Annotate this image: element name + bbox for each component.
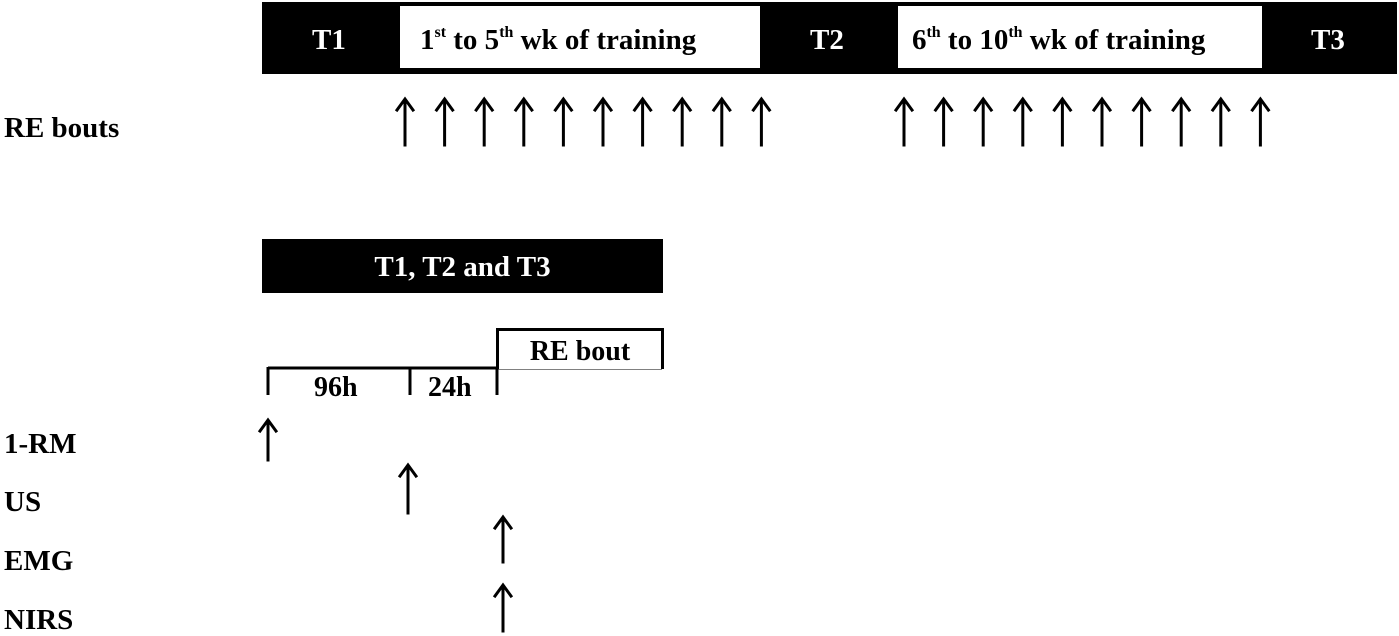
measure-emg-arrow-icon	[492, 514, 514, 564]
measure-emg-label: EMG	[4, 545, 74, 577]
session-title-label: T1, T2 and T3	[374, 251, 551, 283]
re-bout-arrow-icon	[1012, 96, 1033, 147]
interval-24h-label: 24h	[428, 372, 472, 403]
re-bout-arrow-icon	[1131, 96, 1152, 147]
re-bout-arrow-icon	[933, 96, 954, 147]
re-bout-arrow-icon	[513, 96, 534, 147]
re-bout-arrow-icon	[711, 96, 732, 147]
re-bout-arrow-icon	[1210, 96, 1231, 147]
timepoint-t2-label: T2	[810, 24, 844, 56]
re-bout-arrow-icon	[973, 96, 994, 147]
re-bout-arrow-icon	[1250, 96, 1271, 147]
re-bout-arrow-icon	[632, 96, 653, 147]
measure-us-label: US	[4, 486, 42, 518]
training-phase-1-box: 1st to 5th wk of training	[400, 6, 760, 68]
re-bouts-label: RE bouts	[4, 112, 120, 144]
measure-nirs-label: NIRS	[4, 604, 74, 636]
re-bout-arrow-icon	[592, 96, 614, 147]
measure-1rm-label: 1-RM	[4, 428, 77, 460]
measure-us-arrow-icon	[397, 462, 419, 515]
re-bout-arrow-icon	[893, 96, 915, 147]
measure-nirs-arrow-icon	[492, 582, 514, 633]
re-bout-box	[496, 328, 664, 369]
re-bout-arrow-icon	[553, 96, 574, 147]
timepoint-t1-label: T1	[312, 24, 346, 56]
re-bout-arrow-icon	[1091, 96, 1113, 147]
timepoint-t3-label: T3	[1311, 24, 1345, 56]
interval-96h-label: 96h	[314, 372, 358, 403]
re-bout-arrow-icon	[751, 96, 772, 147]
training-phase-2-label: 6th to 10th wk of training	[912, 24, 1206, 56]
re-bout-label: RE bout	[529, 336, 631, 367]
measure-1rm-arrow-icon	[257, 417, 279, 462]
session-title-bar	[262, 239, 663, 293]
re-bout-arrow-icon	[1171, 96, 1192, 147]
re-bout-arrow-icon	[434, 96, 455, 147]
training-phase-2-box: 6th to 10th wk of training	[898, 6, 1262, 68]
training-phase-1-label: 1st to 5th wk of training	[420, 24, 697, 56]
re-bout-arrow-icon	[474, 96, 495, 147]
re-bout-arrow-icon	[394, 96, 416, 147]
re-bout-arrow-icon	[1052, 96, 1073, 147]
re-bout-arrow-icon	[672, 96, 693, 147]
